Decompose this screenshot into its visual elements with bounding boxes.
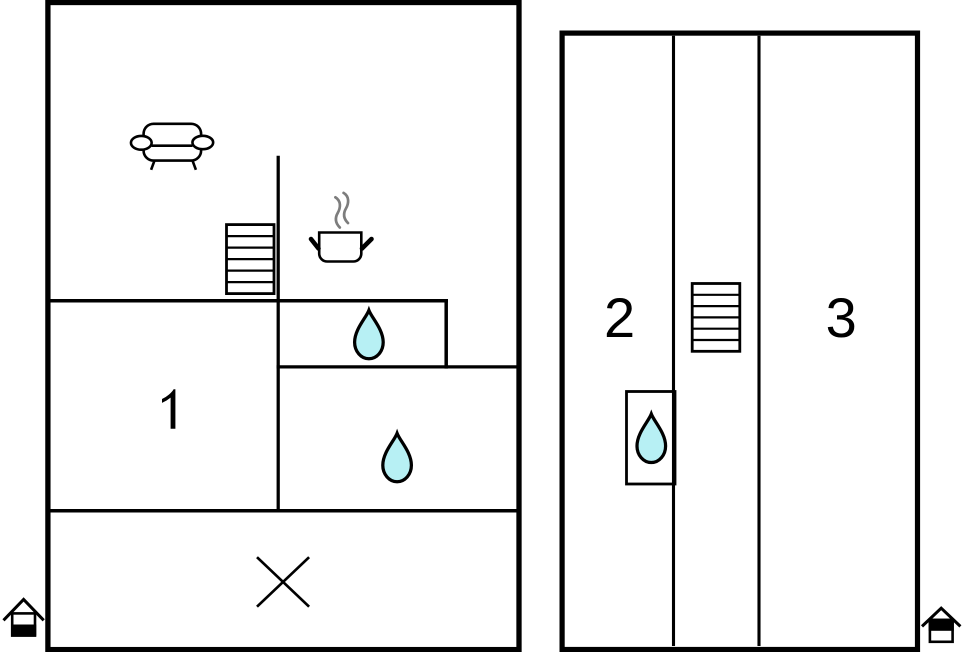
svg-text:2: 2	[604, 286, 635, 349]
svg-text:3: 3	[826, 286, 857, 349]
